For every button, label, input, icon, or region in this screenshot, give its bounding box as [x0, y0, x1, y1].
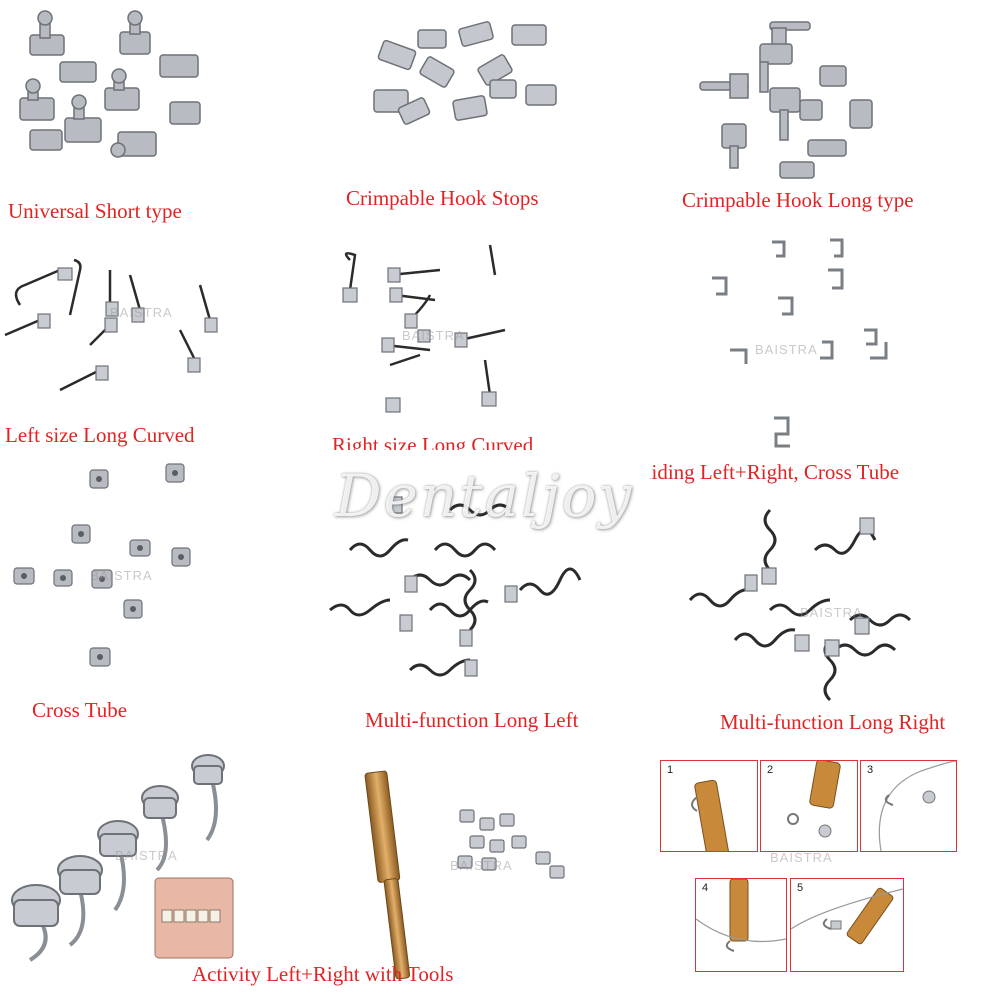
step-number-5: 5: [797, 882, 804, 894]
multi-right-graphic: [688, 508, 912, 702]
universal-short-hooks-graphic: [19, 10, 201, 158]
label-activity-tools: Activity Left+Right with Tools: [192, 962, 454, 986]
label-left-long-curved: Left size Long Curved: [5, 423, 195, 447]
step-number-2: 2: [767, 764, 774, 776]
faint-mark-right: BAISTRA: [402, 328, 465, 343]
panel-cross-tube: BAISTRA Cross Tube: [0, 450, 310, 725]
step-1-graphic: [691, 779, 730, 851]
step-panel-2: 2: [760, 760, 858, 852]
panel-crimpable-long: Crimpable Hook Long type: [660, 0, 1000, 230]
panel-right-long-curved: BAISTRA Right size Long Curved: [310, 230, 630, 460]
multi-left-graphic: [329, 496, 582, 677]
step-panel-1: 1: [660, 760, 758, 852]
faint-mark-activity: BAISTRA: [115, 848, 178, 863]
faint-mark-steps: BAISTRA: [770, 850, 833, 865]
faint-mark-tools: BAISTRA: [450, 858, 513, 873]
faint-mark-left: BAISTRA: [110, 305, 173, 320]
step-number-4: 4: [702, 882, 709, 894]
step-2-graphic: [787, 761, 841, 838]
left-long-curved-graphic: [4, 258, 218, 392]
cross-tube-graphic: [13, 463, 191, 667]
right-long-curved-graphic: [342, 244, 506, 413]
faint-mark-sliding: BAISTRA: [755, 342, 818, 357]
panel-multi-left: Multi-function Long Left: [310, 450, 650, 740]
label-sliding-cross: Sliding Left+Right, Cross Tube: [634, 460, 900, 484]
label-crimpable-long: Crimpable Hook Long type: [682, 188, 914, 212]
panel-crimpable-stops: Crimpable Hook Stops: [330, 0, 660, 230]
step-panel-5: 5: [790, 878, 904, 972]
panel-universal-short: Universal Short type: [0, 0, 330, 230]
step-4-graphic: [696, 879, 786, 952]
tools-graphic: [364, 770, 565, 980]
panel-activity-hooks: BAISTRA: [0, 740, 340, 990]
panel-left-long-curved: BAISTRA Left size Long Curved: [0, 230, 310, 450]
step-3-graphic: [878, 761, 956, 851]
label-universal-short: Universal Short type: [8, 199, 182, 223]
step-number-1: 1: [667, 764, 674, 776]
activity-hooks-graphic: [11, 754, 234, 962]
step-panel-3: 3: [860, 760, 957, 852]
label-multi-right: Multi-function Long Right: [720, 710, 946, 734]
label-cross-tube: Cross Tube: [32, 698, 128, 722]
step-number-3: 3: [867, 764, 874, 776]
panel-sliding-cross: BAISTRA Sliding Left+Right, Cross Tube: [630, 230, 1000, 490]
sliding-cross-graphic: [712, 238, 888, 448]
crimpable-stops-graphic: [373, 21, 557, 125]
panel-multi-right: BAISTRA Multi-function Long Right: [650, 490, 1000, 740]
crimpable-long-graphic: [699, 21, 873, 179]
dentaljoy-watermark: Dentaljoy: [335, 462, 634, 530]
faint-mark-multi-right: BAISTRA: [800, 605, 863, 620]
label-multi-left: Multi-function Long Left: [365, 708, 579, 732]
step-5-graphic: [791, 887, 903, 945]
faint-mark-cross: BAISTRA: [90, 568, 153, 583]
panel-tools: BAISTRA: [340, 740, 630, 990]
step-panel-4: 4: [695, 878, 787, 972]
label-crimpable-stops: Crimpable Hook Stops: [346, 186, 539, 210]
